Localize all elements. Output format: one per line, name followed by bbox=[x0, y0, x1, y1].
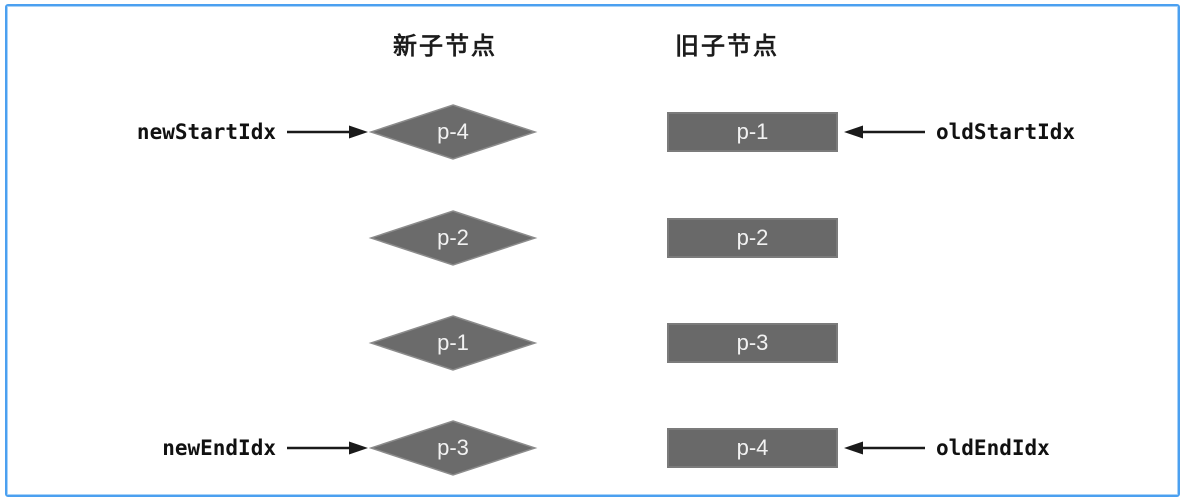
old-node-p-3: p-3 bbox=[667, 323, 838, 363]
pointer-label: oldStartIdx bbox=[936, 120, 1076, 144]
node-label: p-4 bbox=[437, 119, 469, 144]
pointer-new-end: newEndIdx bbox=[162, 436, 370, 460]
new-node-p-2: p-2 bbox=[368, 209, 538, 267]
node-label: p-2 bbox=[736, 225, 769, 250]
diamond-shape bbox=[368, 420, 538, 476]
old-node-p-1: p-1 bbox=[667, 112, 838, 152]
arrow-left-icon bbox=[844, 125, 925, 139]
arrow-right-icon bbox=[287, 441, 368, 455]
pointer-label: newStartIdx bbox=[136, 120, 276, 144]
node-label: p-3 bbox=[437, 435, 469, 460]
diamond-shape bbox=[368, 315, 538, 371]
pointer-label: oldEndIdx bbox=[936, 436, 1050, 460]
new-node-p-1: p-1 bbox=[368, 314, 538, 372]
node-label: p-2 bbox=[437, 225, 469, 250]
old-node-p-4: p-4 bbox=[667, 428, 838, 468]
new-node-p-3: p-3 bbox=[368, 419, 538, 477]
diamond-shape bbox=[368, 210, 538, 266]
new-children-title: 新子节点 bbox=[393, 33, 497, 60]
node-label: p-3 bbox=[736, 330, 769, 355]
node-label: p-1 bbox=[437, 330, 469, 355]
diamond-shape bbox=[368, 104, 538, 160]
old-children-title: 旧子节点 bbox=[675, 33, 779, 60]
node-label: p-4 bbox=[736, 435, 769, 460]
pointer-label: newEndIdx bbox=[162, 436, 276, 460]
old-node-p-2: p-2 bbox=[667, 218, 838, 258]
node-label: p-1 bbox=[736, 119, 769, 144]
new-node-p-4: p-4 bbox=[368, 103, 538, 161]
pointer-new-start: newStartIdx bbox=[137, 120, 370, 144]
arrow-left-icon bbox=[844, 441, 925, 455]
pointer-old-end: oldEndIdx bbox=[842, 436, 1050, 460]
diagram-border bbox=[5, 4, 1180, 497]
arrow-right-icon bbox=[287, 125, 368, 139]
pointer-old-start: oldStartIdx bbox=[842, 120, 1075, 144]
